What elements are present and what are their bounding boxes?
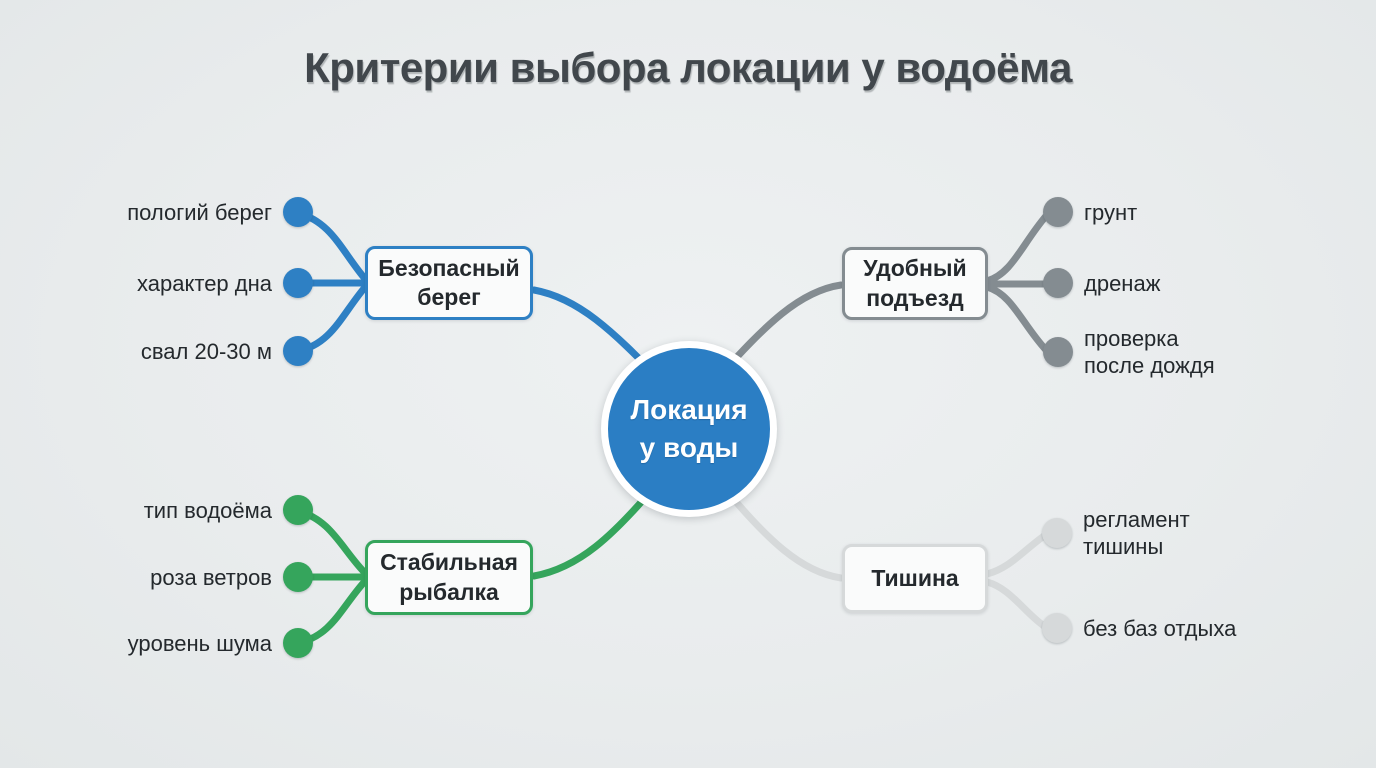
branch-label-easy-access: Удобный подъезд [863, 255, 967, 311]
leaf-label: роза ветров [150, 564, 272, 590]
leaf-dot-icon [283, 628, 313, 658]
leaf-roza-vetrov: роза ветров [150, 557, 313, 597]
branch-label-safe-shore: Безопасный берег [378, 254, 520, 310]
leaf-dot-icon [283, 495, 313, 525]
central-node: Локация у воды [601, 341, 777, 517]
leaf-tip-vodoyoma: тип водоёма [144, 490, 313, 530]
wire-easy-access-leaf-3 [983, 283, 1050, 354]
branch-node-stable-fishing: Стабильная рыбалка [365, 540, 533, 615]
branch-node-safe-shore: Безопасный берег [365, 246, 533, 320]
branch-label-stable-fishing: Стабильная рыбалка [380, 549, 518, 605]
leaf-label: уровень шума [127, 630, 272, 656]
branch-node-easy-access: Удобный подъезд [842, 247, 988, 320]
leaf-label: свал 20-30 м [140, 338, 272, 364]
page-title: Критерии выбора локации у водоёма [304, 44, 1072, 91]
leaf-label: тип водоёма [143, 497, 272, 523]
leaf-dot-icon [1043, 337, 1073, 367]
leaf-proverka-posle-dozhdya: проверка после дождя [1043, 322, 1215, 382]
leaf-label: характер дна [137, 270, 272, 296]
leaf-dot-icon [283, 197, 313, 227]
leaf-sval-20-30: свал 20-30 м [141, 331, 313, 371]
leaf-dot-icon [1042, 518, 1072, 548]
wire-silence-leaf-1 [983, 532, 1048, 578]
leaf-pologiy-bereg: пологий берег [127, 192, 313, 232]
leaf-dot-icon [283, 268, 313, 298]
wire-silence-leaf-2 [983, 578, 1048, 630]
leaf-harakter-dna: характер дна [137, 263, 313, 303]
leaf-drenazh: дренаж [1043, 263, 1160, 303]
leaf-dot-icon [1043, 268, 1073, 298]
leaf-label: грунт [1084, 199, 1138, 225]
leaf-grunt: грунт [1043, 192, 1137, 232]
branch-label-silence: Тишина [871, 564, 959, 591]
leaf-label: проверка после дождя [1084, 326, 1215, 378]
leaf-reglament-tishiny: регламент тишины [1042, 503, 1190, 563]
central-node-label: Локация у воды [630, 394, 748, 463]
branch-node-silence: Тишина [842, 544, 988, 613]
leaf-label: без баз отдыха [1083, 615, 1237, 641]
leaf-dot-icon [283, 562, 313, 592]
leaf-dot-icon [283, 336, 313, 366]
leaf-uroven-shuma: уровень шума [128, 623, 313, 663]
leaf-dot-icon [1042, 613, 1072, 643]
leaf-label: пологий берег [127, 199, 272, 225]
leaf-label: регламент тишины [1083, 507, 1190, 559]
leaf-dot-icon [1043, 197, 1073, 227]
wire-easy-access-leaf-1 [983, 212, 1050, 285]
leaf-bez-baz-otdyha: без баз отдыха [1042, 608, 1236, 648]
leaf-label: дренаж [1084, 270, 1161, 296]
